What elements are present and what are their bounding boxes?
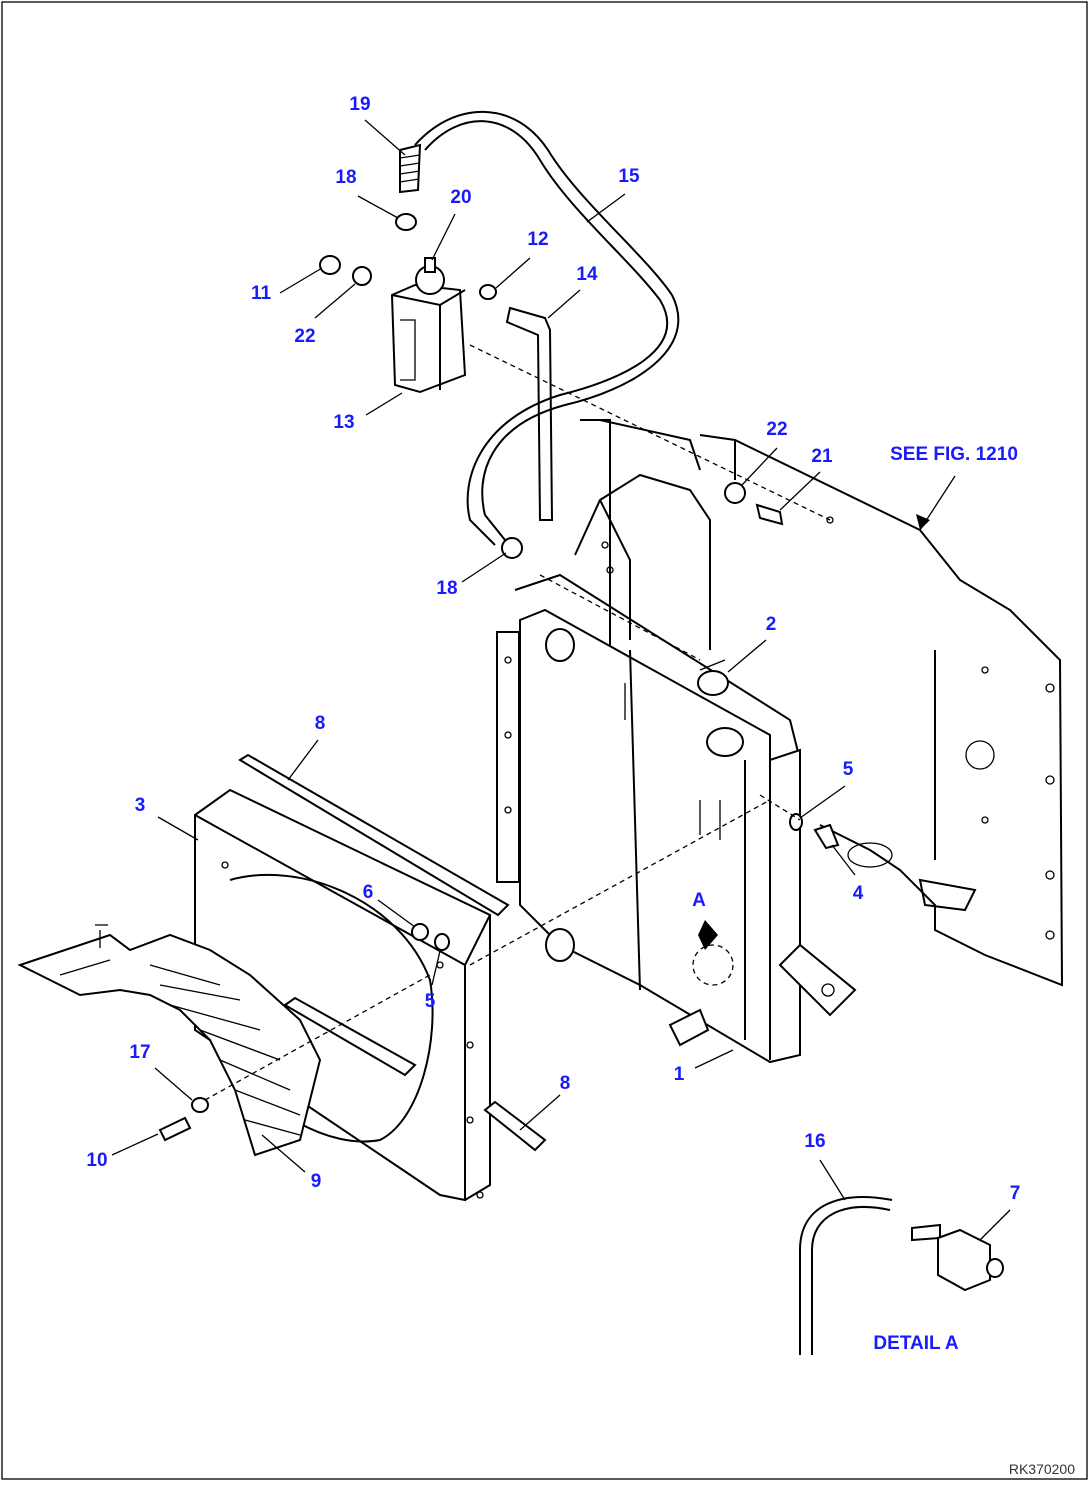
clamp-12 — [479, 284, 497, 300]
clamp-18-bottom — [501, 537, 523, 559]
callout-22-tank: 22 — [294, 326, 315, 347]
callout-17: 17 — [129, 1042, 150, 1063]
seal-strip-middle — [283, 996, 417, 1077]
callout-13: 13 — [333, 412, 354, 433]
callout-2: 2 — [766, 614, 777, 635]
hose-14 — [505, 306, 554, 521]
clamp-18-top — [395, 213, 417, 231]
bolt-4 — [813, 823, 840, 850]
callout-6: 6 — [363, 882, 374, 903]
callout-20: 20 — [450, 187, 471, 208]
assembly-line-5 — [759, 794, 801, 821]
callout-18-top: 18 — [335, 167, 356, 188]
washer-5-right — [789, 813, 803, 831]
callout-21: 21 — [811, 446, 833, 467]
fan-shroud — [194, 788, 492, 1202]
hose-19 — [399, 143, 422, 194]
fan-guard-bolt — [158, 1097, 209, 1142]
callout-a: A — [692, 890, 706, 911]
callout-9: 9 — [311, 1171, 322, 1192]
reservoir-tank — [390, 257, 467, 394]
callout-7: 7 — [1010, 1183, 1021, 1204]
callout-14: 14 — [576, 264, 598, 285]
callout-8-top: 8 — [315, 713, 326, 734]
bolt-21 — [755, 503, 784, 526]
see-fig-note: SEE FIG. 1210 — [890, 444, 1018, 465]
callout-12: 12 — [527, 229, 548, 250]
detail-a-label: DETAIL A — [873, 1333, 958, 1354]
callout-15: 15 — [618, 166, 640, 187]
upper-bracket — [574, 419, 711, 660]
assembly-line-4 — [204, 974, 431, 1101]
assembly-line-3 — [469, 799, 771, 966]
callout-5-right: 5 — [843, 759, 854, 780]
drawing-code: RK370200 — [1009, 1461, 1075, 1477]
callout-1: 1 — [674, 1064, 685, 1085]
assembly-line-1 — [469, 344, 831, 521]
callout-3: 3 — [135, 795, 146, 816]
callout-16: 16 — [804, 1131, 825, 1152]
callout-10: 10 — [86, 1150, 107, 1171]
washer-22-plate — [724, 482, 746, 504]
radiator — [496, 573, 857, 1064]
washer-22-top — [352, 266, 372, 286]
bolt-6 — [411, 923, 429, 941]
hose-15 — [424, 120, 668, 546]
callout-19: 19 — [349, 94, 370, 115]
mounting-plate — [599, 419, 1064, 987]
seal-strip-lower — [483, 1100, 547, 1152]
callout-8-bottom: 8 — [560, 1073, 571, 1094]
callout-4: 4 — [853, 883, 864, 904]
washer-5 — [434, 933, 450, 951]
assembly-line-2 — [539, 574, 701, 661]
leader-lines — [111, 119, 1011, 1241]
detail-a — [799, 1196, 1004, 1355]
nut-11 — [319, 255, 341, 275]
callout-5-shroud: 5 — [425, 991, 436, 1012]
callout-18-bottom: 18 — [436, 578, 457, 599]
callout-labels: 19 18 20 15 12 14 11 22 13 22 21 18 2 8 … — [86, 94, 1020, 1204]
callout-22-plate: 22 — [766, 419, 787, 440]
seal-strip-top — [238, 753, 510, 917]
callout-11: 11 — [251, 283, 272, 304]
